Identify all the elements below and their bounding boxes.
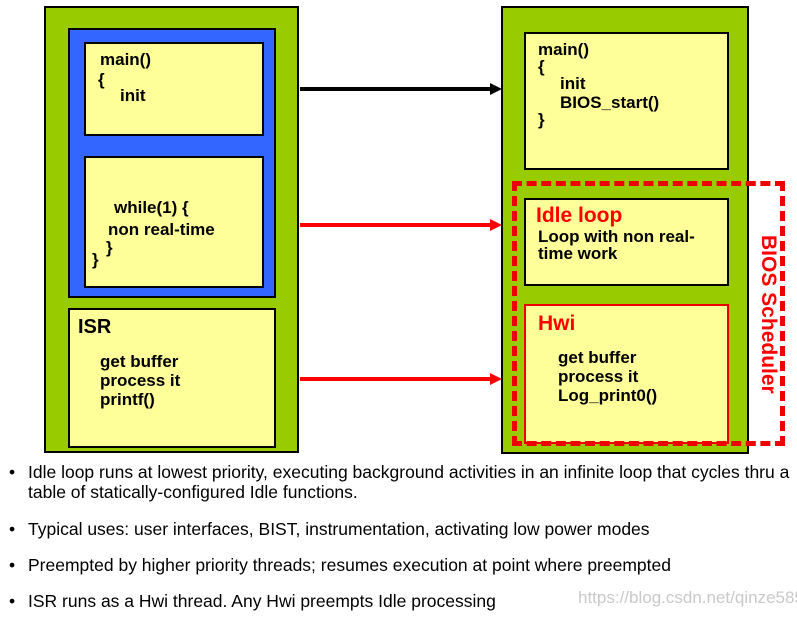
list-item: • ISR runs as a Hwi thread. Any Hwi pree… [0, 591, 797, 611]
bullet-marker-icon: • [9, 554, 16, 575]
arrow-shaft [300, 87, 490, 91]
arrow-shaft [300, 223, 490, 227]
idle-loop-title: Idle loop [536, 204, 623, 227]
left-main-open-brace: { [98, 70, 105, 89]
left-column-panel: main() { init while(1) { non real-time }… [44, 6, 299, 453]
while-inner-close-brace: } [106, 238, 113, 257]
list-item-text: Idle loop runs at lowest priority, execu… [28, 462, 790, 503]
list-item-text: ISR runs as a Hwi thread. Any Hwi preemp… [28, 591, 496, 612]
hwi-code-box: Hwi get buffer process it Log_print0() [524, 304, 729, 444]
bullet-marker-icon: • [9, 462, 16, 482]
left-main-init-call: init [120, 86, 146, 105]
right-column-panel: main() { init BIOS_start() } Idle loop L… [501, 6, 749, 454]
arrow-head-icon [490, 373, 502, 385]
architecture-diagram: main() { init while(1) { non real-time }… [44, 6, 785, 454]
right-main-body-text: init BIOS_start() [560, 74, 660, 113]
bullet-marker-icon: • [9, 518, 16, 539]
idle-loop-body-text: Loop with non real- time work [538, 227, 695, 264]
arrow-shaft [300, 377, 490, 381]
left-while-loop-code-box: while(1) { non real-time } } [84, 156, 264, 288]
bullet-list: • Idle loop runs at lowest priority, exe… [0, 458, 797, 623]
right-main-close-brace: } [538, 110, 545, 129]
left-main-code-box: main() { init [84, 42, 264, 136]
while-outer-close-brace: } [92, 250, 99, 269]
while-body-text: non real-time [108, 220, 215, 239]
hwi-title: Hwi [538, 312, 576, 335]
idle-loop-code-box: Idle loop Loop with non real- time work [524, 198, 729, 286]
list-item: • Typical uses: user interfaces, BIST, i… [0, 519, 797, 539]
right-main-code-box: main() { init BIOS_start() } [524, 32, 729, 170]
watermark-text: https://blog.csdn.net/qinze5857 [578, 588, 797, 607]
arrow-head-icon [490, 83, 502, 95]
left-main-signature: main() [100, 50, 151, 69]
bios-scheduler-label: BIOS Scheduler [757, 234, 780, 394]
isr-title: ISR [78, 316, 112, 338]
list-item-text: Preempted by higher priority threads; re… [28, 554, 671, 575]
isr-body-text: get buffer process it printf() [100, 352, 181, 410]
blue-inner-frame: main() { init while(1) { non real-time }… [68, 28, 276, 298]
arrow-head-icon [490, 219, 502, 231]
hwi-body-text: get buffer process it Log_print0() [558, 348, 658, 406]
list-item: • Idle loop runs at lowest priority, exe… [0, 462, 797, 503]
right-main-signature: main() [538, 40, 589, 59]
list-item-text: Typical uses: user interfaces, BIST, ins… [28, 518, 650, 539]
right-main-open-brace: { [538, 57, 545, 76]
while-statement: while(1) { [114, 198, 189, 217]
isr-code-box: ISR get buffer process it printf() [68, 308, 276, 448]
list-item: • Preempted by higher priority threads; … [0, 555, 797, 575]
bullet-marker-icon: • [9, 591, 16, 612]
